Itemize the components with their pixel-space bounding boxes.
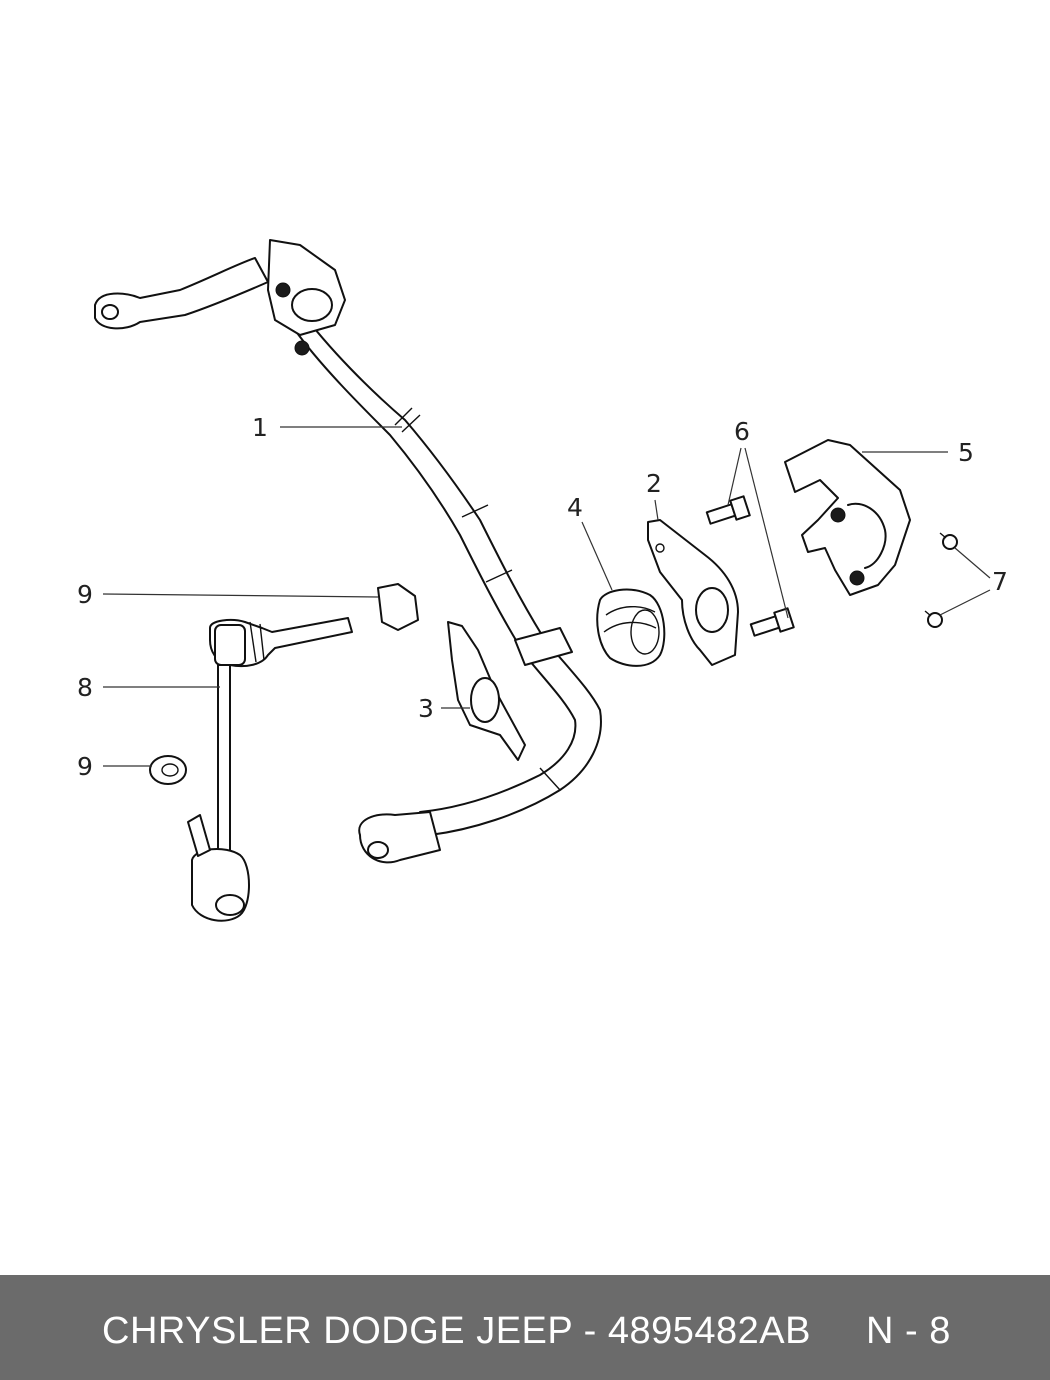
link-nut-upper — [377, 583, 419, 631]
callout-9-lower: 9 — [77, 752, 93, 781]
callout-6: 6 — [734, 417, 750, 446]
leader-lines — [102, 426, 991, 767]
stabilizer-bar-exploded-diagram: 1 2 3 4 5 6 7 8 9 9 — [77, 239, 1008, 922]
bolt-lower — [749, 607, 795, 637]
stabilizer-link — [187, 617, 353, 922]
callout-4: 4 — [567, 493, 583, 522]
bar-bracket — [447, 621, 526, 761]
screw-lower — [924, 610, 943, 628]
bolt-upper — [705, 495, 751, 525]
callout-1: 1 — [252, 413, 268, 442]
callout-3: 3 — [418, 694, 434, 723]
stabilizer-bar — [94, 239, 602, 864]
callout-8: 8 — [77, 673, 93, 702]
bushing-clamp — [647, 519, 739, 666]
footer-bar — [0, 1275, 1050, 1380]
mount-bracket — [784, 439, 911, 596]
callout-5: 5 — [958, 438, 974, 467]
link-nut-lower — [149, 755, 187, 785]
callout-9-upper: 9 — [77, 580, 93, 609]
footer-brand-part-number: CHRYSLER DODGE JEEP - 4895482AB — [102, 1310, 811, 1352]
bar-bushing — [596, 588, 666, 667]
callout-7: 7 — [992, 567, 1008, 596]
callout-2: 2 — [646, 469, 662, 498]
footer-page-reference: N - 8 — [866, 1310, 951, 1352]
screw-upper — [939, 532, 958, 550]
